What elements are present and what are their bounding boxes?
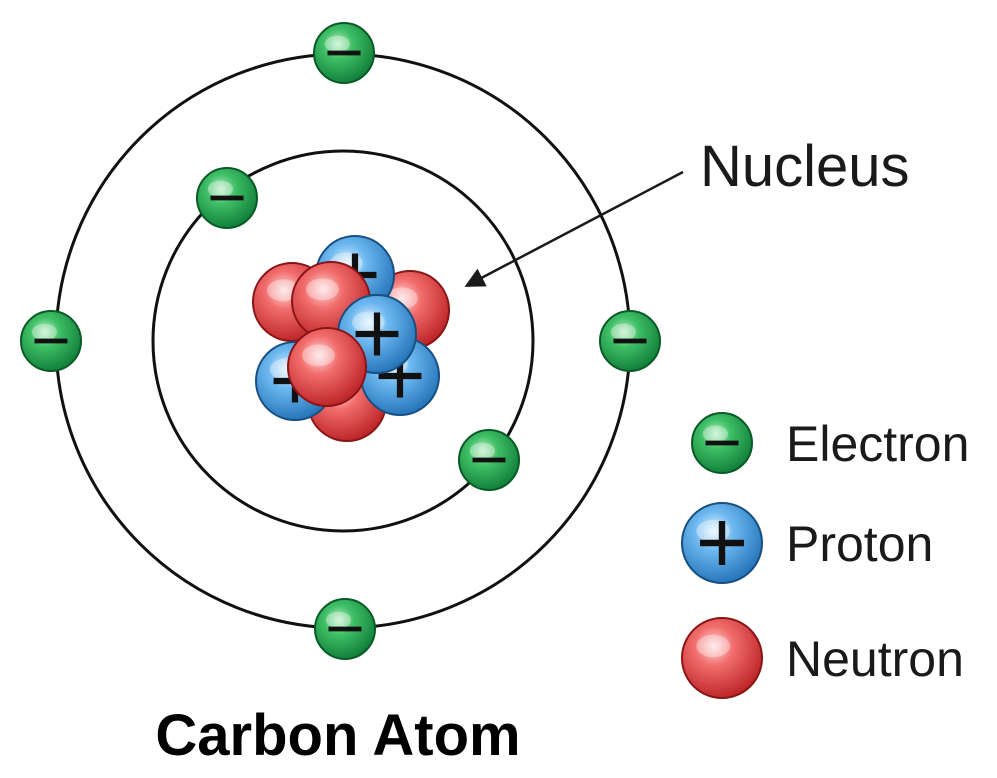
electron-highlight xyxy=(324,35,350,53)
nucleus-neutron-8 xyxy=(287,327,367,407)
legend-item-neutron: Neutron xyxy=(681,617,964,699)
legend-item-proton: Proton xyxy=(681,502,933,584)
nucleus xyxy=(252,235,450,442)
neutron-ball xyxy=(287,327,367,407)
inner-shell-orbit xyxy=(151,149,535,533)
electron-highlight xyxy=(702,425,729,443)
electron-0 xyxy=(196,167,258,229)
electron-1 xyxy=(458,429,520,491)
legend-neutron-label: Neutron xyxy=(786,631,964,687)
diagram-title: Carbon Atom xyxy=(155,703,520,768)
electron-2 xyxy=(313,22,375,84)
legend-proton-swatch xyxy=(681,502,763,584)
neutron-highlight xyxy=(306,278,339,301)
legend-electron-swatch xyxy=(691,412,753,474)
electron-highlight xyxy=(469,442,495,460)
neutron-highlight xyxy=(696,634,730,658)
electron-4 xyxy=(599,310,661,372)
neutron-ball xyxy=(681,617,763,699)
nucleus-label: Nucleus xyxy=(700,134,910,199)
nucleus-callout: Nucleus xyxy=(464,134,910,287)
electron-5 xyxy=(314,598,376,660)
electron-highlight xyxy=(610,323,637,341)
nucleus-arrow xyxy=(464,170,684,287)
legend-electron-label: Electron xyxy=(786,416,969,472)
neutron-highlight xyxy=(302,344,335,367)
legend-neutron-swatch xyxy=(681,617,763,699)
nucleus-proton-7 xyxy=(337,294,417,374)
electron-highlight xyxy=(325,611,351,629)
electrons xyxy=(20,22,661,660)
legend-item-electron: Electron xyxy=(691,412,969,474)
legend-proton-label: Proton xyxy=(786,516,933,572)
electron-highlight xyxy=(31,323,57,341)
electron-highlight xyxy=(207,180,233,198)
electron-3 xyxy=(20,310,82,372)
